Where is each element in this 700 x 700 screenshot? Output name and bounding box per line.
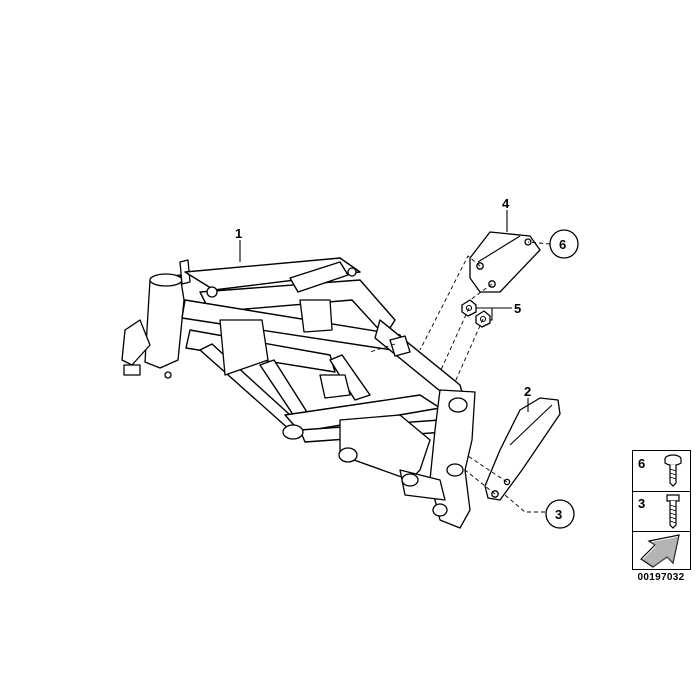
legend-label: 6 xyxy=(638,456,646,471)
callout-3: 3 xyxy=(555,507,562,522)
callout-1: 1 xyxy=(235,226,242,241)
fastener-legend: 6 3 xyxy=(632,450,691,570)
callout-2: 2 xyxy=(524,384,531,399)
legend-label: 3 xyxy=(638,496,646,511)
assembly-lines xyxy=(369,241,551,513)
callout-6: 6 xyxy=(559,237,566,252)
screw-long-icon xyxy=(666,494,680,529)
screw-short-icon xyxy=(664,454,682,487)
part-4-bracket xyxy=(469,231,541,293)
legend-row-3: 3 xyxy=(633,491,690,532)
callout-4: 4 xyxy=(502,196,510,211)
callout-3-circle xyxy=(545,499,575,529)
callout-6-circle xyxy=(549,229,579,259)
callout-5: 5 xyxy=(514,301,521,316)
legend-row-6: 6 xyxy=(633,451,690,492)
main-frame xyxy=(121,257,476,529)
part-5-nuts xyxy=(461,299,491,328)
direction-arrow-icon xyxy=(640,534,680,568)
document-number: 00197032 xyxy=(637,572,685,583)
callouts: 1 2 3 4 5 6 xyxy=(235,196,579,529)
part-2-bracket xyxy=(484,397,561,501)
leader-lines xyxy=(239,210,529,412)
